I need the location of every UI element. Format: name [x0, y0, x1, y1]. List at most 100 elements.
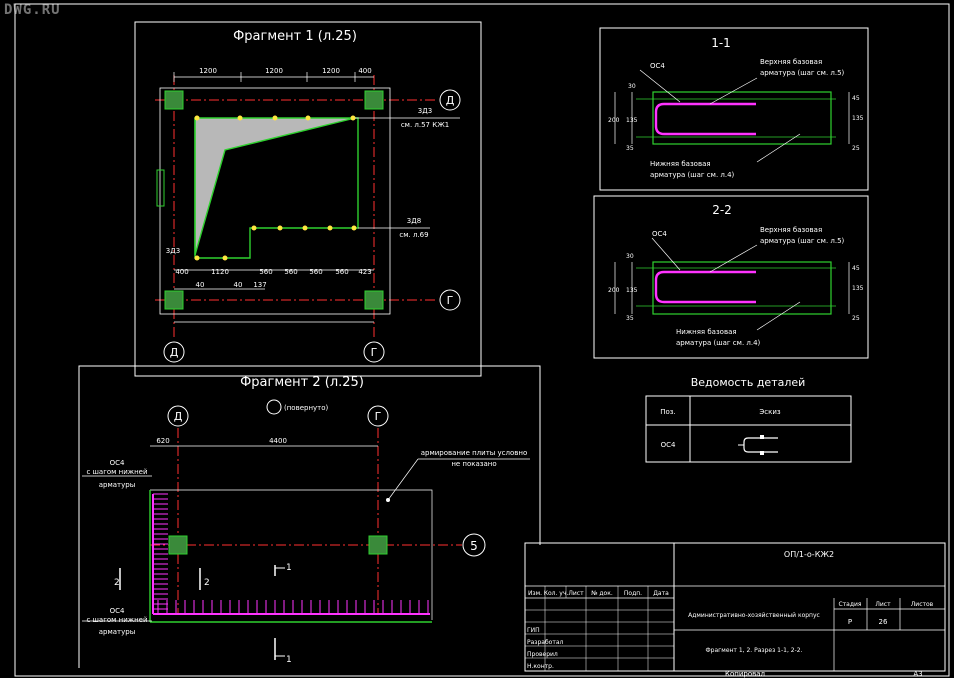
sheet-number: 26: [879, 618, 888, 626]
note-top-b: см. л.57 КЖ1: [401, 121, 449, 129]
section-1-1-frame: [599, 27, 869, 191]
note-mid-b: см. л.69: [399, 231, 428, 239]
section-2-2-oc4: ОС4: [652, 230, 667, 238]
small-dim-1: 40: [196, 281, 205, 289]
svg-text:30: 30: [628, 83, 636, 90]
note-plates-a: армирование плиты условно: [421, 449, 528, 457]
schedule-col-pos: Поз.: [660, 408, 676, 416]
axis-bubble-d-right: [439, 89, 461, 111]
fragment-2-title: Фрагмент 2 (л.25): [240, 375, 364, 390]
column-f2-1: [168, 535, 188, 555]
schedule-table: [645, 395, 852, 463]
slab-section-1: [652, 91, 832, 145]
svg-text:ОС4: ОС4: [110, 607, 125, 615]
svg-text:200: 200: [608, 287, 620, 294]
svg-text:200: 200: [608, 117, 620, 124]
axis-bubble-d-f2: [167, 405, 189, 427]
title-block-frame: [524, 542, 946, 672]
svg-text:Нижняя базовая: Нижняя базовая: [676, 328, 737, 336]
fragment-1-frame: [134, 21, 482, 377]
sheet-frame: [14, 3, 950, 677]
svg-text:Подп.: Подп.: [624, 590, 642, 597]
section-2-2-frame: [593, 195, 869, 359]
slab-edge-f2: [150, 489, 433, 620]
watermark-logo: DWG.RU: [4, 2, 61, 18]
svg-text:арматура (шаг см. л.5): арматура (шаг см. л.5): [760, 237, 845, 245]
top-dim-1: 1200: [199, 67, 217, 75]
small-dim-2: 40: [234, 281, 243, 289]
svg-text:Д: Д: [446, 94, 455, 107]
slab-opening-hatch: [194, 117, 356, 256]
svg-text:Лист: Лист: [568, 590, 584, 597]
svg-text:Разработал: Разработал: [527, 639, 564, 646]
bottom-dim-2: 1120: [211, 268, 229, 276]
fragment-1: Фрагмент 1 (л.25) 1200 1200 1200: [134, 21, 482, 377]
dim-4400: 4400: [269, 437, 287, 445]
slab-section-2: [652, 261, 832, 315]
edge-rebar-ticks: [153, 493, 429, 614]
column-2: [364, 90, 384, 110]
svg-text:№ док.: № док.: [591, 590, 613, 597]
svg-text:Нижняя базовая: Нижняя базовая: [650, 160, 711, 168]
top-dim-4: 400: [358, 67, 371, 75]
svg-text:25: 25: [852, 315, 860, 322]
section-2-2: 2-2 30 200 135 35 45 135 25 ОС4 Верхняя …: [593, 195, 869, 359]
rebar-u-2: [654, 270, 756, 304]
svg-text:Д: Д: [170, 346, 179, 359]
bottom-dim-3: 560: [259, 268, 272, 276]
svg-text:арматура (шаг см. л.4): арматура (шаг см. л.4): [650, 171, 735, 179]
svg-text:Г: Г: [371, 346, 378, 359]
stage-value: Р: [848, 618, 852, 626]
axis-bubble-g-bottom: [363, 341, 385, 363]
column-3: [164, 290, 184, 310]
note-plates-b: не показано: [451, 460, 496, 468]
rebar-nodes: [194, 115, 357, 261]
section-mark-2-right: 2: [204, 578, 210, 588]
svg-text:135: 135: [852, 115, 864, 122]
note-left: 3Д3: [166, 247, 180, 255]
section-1-1-oc4: ОС4: [650, 62, 665, 70]
bottom-dim-1: 400: [175, 268, 188, 276]
svg-text:Верхняя базовая: Верхняя базовая: [760, 226, 822, 234]
column-f2-2: [368, 535, 388, 555]
fragment-1-title: Фрагмент 1 (л.25): [233, 29, 357, 44]
svg-text:Стадия: Стадия: [838, 601, 861, 608]
top-dim-3: 1200: [322, 67, 340, 75]
svg-text:5: 5: [470, 539, 478, 553]
svg-text:Г: Г: [447, 294, 454, 307]
title-block: ОП/1-о-КЖ2 Изм. Кол. уч. Лист № док. Под…: [524, 542, 946, 678]
sheet-title: Фрагмент 1, 2. Разрез 1-1, 2-2.: [705, 647, 802, 654]
format-label: А3: [913, 670, 922, 678]
bottom-dim-4: 560: [284, 268, 297, 276]
section-mark-2-left: 2: [114, 578, 120, 588]
svg-text:ОС4: ОС4: [110, 459, 125, 467]
section-2-2-title: 2-2: [712, 203, 732, 217]
top-dim-2: 1200: [265, 67, 283, 75]
svg-text:45: 45: [852, 265, 860, 272]
svg-text:с шагом нижней: с шагом нижней: [86, 616, 147, 624]
svg-text:Кол. уч.: Кол. уч.: [544, 590, 569, 597]
axis-bubble-g-right: [439, 289, 461, 311]
fragment-2-frame: [78, 365, 541, 668]
axis-bubble-g-f2: [367, 405, 389, 427]
rebar-u-1: [654, 102, 756, 136]
svg-text:35: 35: [626, 315, 634, 322]
svg-text:арматуры: арматуры: [99, 481, 136, 489]
section-1-1: 1-1 30 200 135 35 45 135 25 ОС4 Верхняя …: [599, 27, 869, 191]
svg-text:с шагом нижней: с шагом нижней: [86, 468, 147, 476]
svg-text:Н.контр.: Н.контр.: [527, 663, 554, 670]
svg-text:арматура (шаг см. л.4): арматура (шаг см. л.4): [676, 339, 761, 347]
fragment-2: Фрагмент 2 (л.25) (повернуто) Д Г 5 620 …: [78, 365, 541, 668]
building-name: Административно-хозяйственный корпус: [688, 612, 820, 619]
parts-schedule: Ведомость деталей Поз. Эскиз ОС4: [645, 376, 852, 463]
svg-text:Изм.: Изм.: [528, 590, 542, 597]
schedule-row-pos: ОС4: [661, 441, 676, 449]
svg-text:Г: Г: [375, 410, 382, 423]
schedule-title: Ведомость деталей: [691, 376, 806, 389]
svg-text:Проверил: Проверил: [527, 651, 558, 658]
small-dim-3: 137: [253, 281, 266, 289]
svg-text:Лист: Лист: [875, 601, 891, 608]
note-mid-a: 3Д8: [407, 217, 421, 225]
note-top-a: 3Д3: [418, 107, 432, 115]
